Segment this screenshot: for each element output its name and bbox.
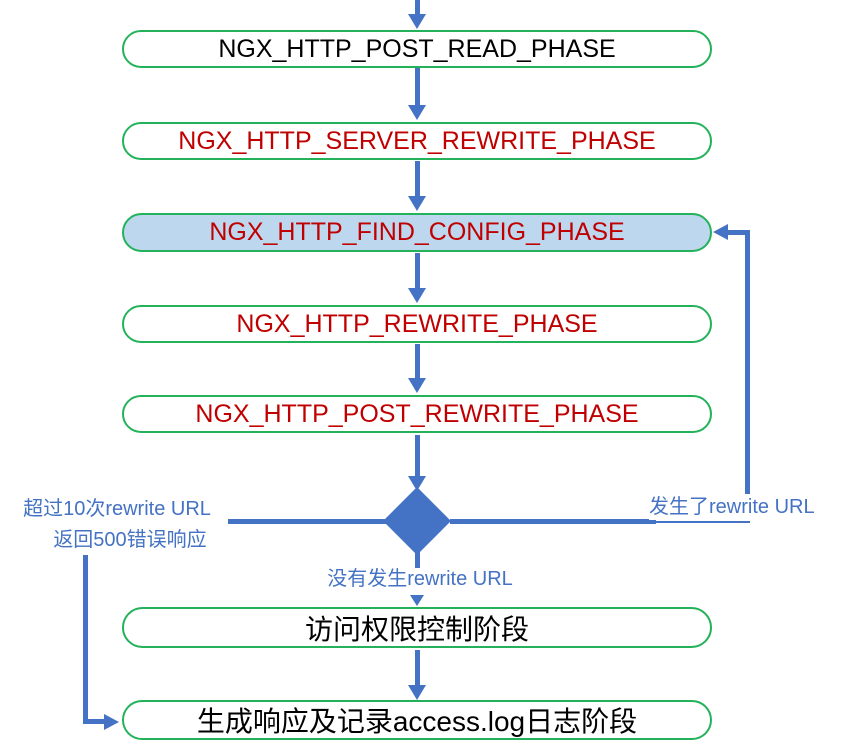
node-label: NGX_HTTP_POST_REWRITE_PHASE xyxy=(195,399,639,428)
flow-node-post-rewrite-phase: NGX_HTTP_POST_REWRITE_PHASE xyxy=(122,395,712,433)
flow-node-content-log: 生成响应及记录access.log日志阶段 xyxy=(122,700,712,740)
arrow-line xyxy=(415,650,420,686)
branch-line-no-rewrite xyxy=(415,552,420,568)
edge-label-exceed-limit-line2: 返回500错误响应 xyxy=(28,527,232,553)
loop-line-up xyxy=(745,230,750,495)
branch-line-down xyxy=(83,555,88,724)
arrow-line xyxy=(415,161,420,197)
arrow-down-icon xyxy=(408,105,426,120)
loop-line-top xyxy=(728,230,750,235)
edge-label-no-rewrite: 没有发生rewrite URL xyxy=(327,568,513,590)
arrow-down-icon xyxy=(408,685,426,700)
branch-line-bottom xyxy=(83,719,105,724)
node-label: NGX_HTTP_POST_READ_PHASE xyxy=(218,34,616,63)
edge-label-exceed-limit-line1: 超过10次rewrite URL xyxy=(23,498,211,520)
arrow-down-icon xyxy=(410,595,424,606)
node-label: NGX_HTTP_REWRITE_PHASE xyxy=(236,309,598,338)
flow-node-access-control: 访问权限控制阶段 xyxy=(122,607,712,648)
arrow-line xyxy=(415,68,420,106)
arrow-line xyxy=(415,0,420,15)
decision-diamond xyxy=(383,487,451,555)
arrow-down-icon xyxy=(408,14,426,29)
arrow-right-icon xyxy=(104,714,119,730)
flow-node-post-read-phase: NGX_HTTP_POST_READ_PHASE xyxy=(122,30,712,68)
arrow-down-icon xyxy=(408,476,426,491)
arrow-line xyxy=(415,435,420,477)
arrow-line xyxy=(415,344,420,379)
node-label: NGX_HTTP_SERVER_REWRITE_PHASE xyxy=(178,126,656,155)
branch-line-left xyxy=(228,519,386,524)
arrow-down-icon xyxy=(408,378,426,393)
arrow-down-icon xyxy=(408,288,426,303)
arrow-left-icon xyxy=(713,224,728,240)
node-label: 生成响应及记录access.log日志阶段 xyxy=(196,706,638,737)
arrow-line xyxy=(415,253,420,289)
flow-node-server-rewrite-phase: NGX_HTTP_SERVER_REWRITE_PHASE xyxy=(122,122,712,160)
flow-node-rewrite-phase: NGX_HTTP_REWRITE_PHASE xyxy=(122,305,712,343)
node-label: NGX_HTTP_FIND_CONFIG_PHASE xyxy=(209,218,625,246)
node-label: 访问权限控制阶段 xyxy=(304,613,529,645)
edge-label-rewrite-occurred: 发生了rewrite URL xyxy=(649,494,847,520)
arrow-down-icon xyxy=(408,196,426,211)
flow-node-find-config-phase: NGX_HTTP_FIND_CONFIG_PHASE xyxy=(122,213,712,252)
loop-line-right xyxy=(450,519,656,524)
loop-line-right-thin xyxy=(656,521,750,523)
